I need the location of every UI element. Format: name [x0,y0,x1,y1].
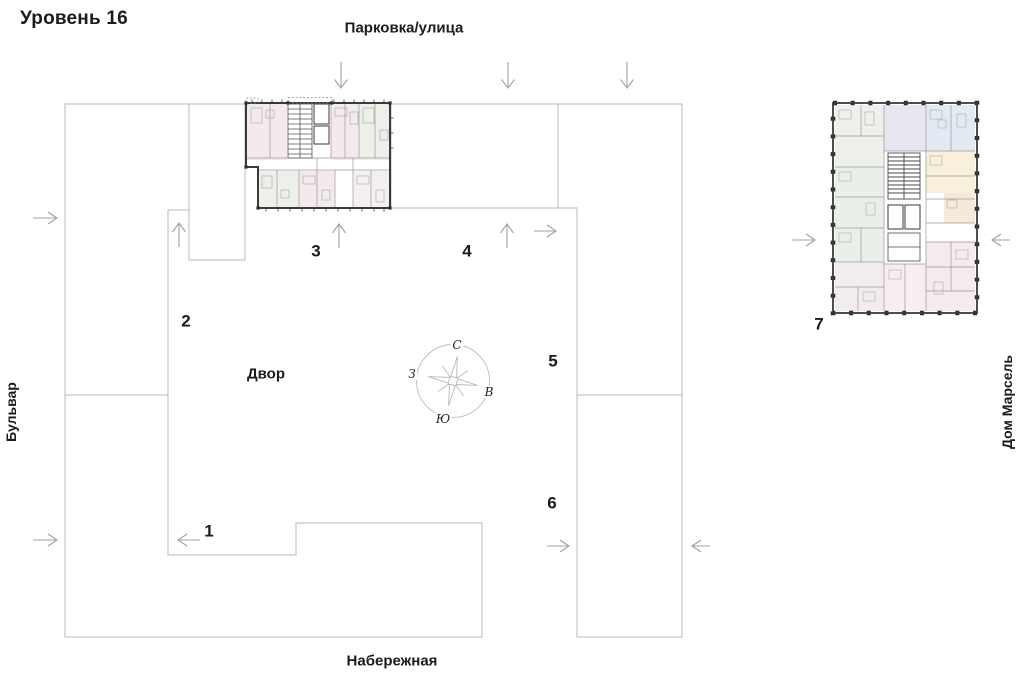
compass-north-label: С [450,338,464,352]
section-4-5-area[interactable] [390,103,683,396]
furniture-marks [838,109,969,302]
building-7-floorplan[interactable] [830,100,980,316]
elevator-shafts [313,103,330,145]
core-stairwell [887,152,921,262]
section-label-4[interactable]: 4 [462,241,472,261]
section-3-floorplan[interactable] [244,97,394,212]
section-label-1[interactable]: 1 [204,521,214,541]
arrow-up-section4 [500,223,514,248]
arrow-right-section6 [547,539,570,553]
arrow-down-1 [334,62,348,89]
arrow-left-section6 [691,539,710,553]
balcony-dashed-outline [245,97,333,104]
compass-east-label: В [482,385,496,399]
wall-pilasters [244,101,392,210]
arrow-down-3 [620,62,634,89]
main-building-outline [64,103,683,638]
arrow-left-section1 [177,533,200,547]
arrow-down-2 [501,62,515,89]
furniture-marks [250,107,389,203]
arrow-right-building7 [792,233,816,247]
section-label-3[interactable]: 3 [311,241,321,261]
page-title: Уровень 16 [20,8,128,29]
arrow-right-section5 [534,224,557,238]
direction-arrows [33,62,1010,553]
street-label-left: Бульвар [3,382,19,442]
section-label-5[interactable]: 5 [548,351,558,371]
arrow-up-section2 [172,222,186,247]
compass-south-label: Ю [433,412,453,426]
street-label-top: Парковка/улица [344,19,464,37]
section-label-2[interactable]: 2 [181,311,191,331]
arrow-left-building7 [991,233,1010,247]
section-1-area[interactable] [64,394,483,638]
window-ticks [251,99,394,212]
compass-rose [416,344,490,418]
arrow-up-section3 [332,223,346,248]
section-label-7[interactable]: 7 [814,314,824,334]
section-3-annex-area[interactable] [188,103,246,261]
section-label-6[interactable]: 6 [547,493,557,513]
stairwell [287,103,313,159]
compass-west-label: З [406,367,418,381]
arrow-right-boulevard-top [33,211,58,225]
courtyard-label: Двор [246,365,286,383]
street-label-right: Дом Марсель [999,354,1015,450]
core-elevators [887,204,921,230]
arrow-right-boulevard-bottom [33,533,58,547]
street-label-bottom: Набережная [346,652,438,670]
section-2-area[interactable] [64,103,190,396]
section-6-area[interactable] [576,394,683,638]
